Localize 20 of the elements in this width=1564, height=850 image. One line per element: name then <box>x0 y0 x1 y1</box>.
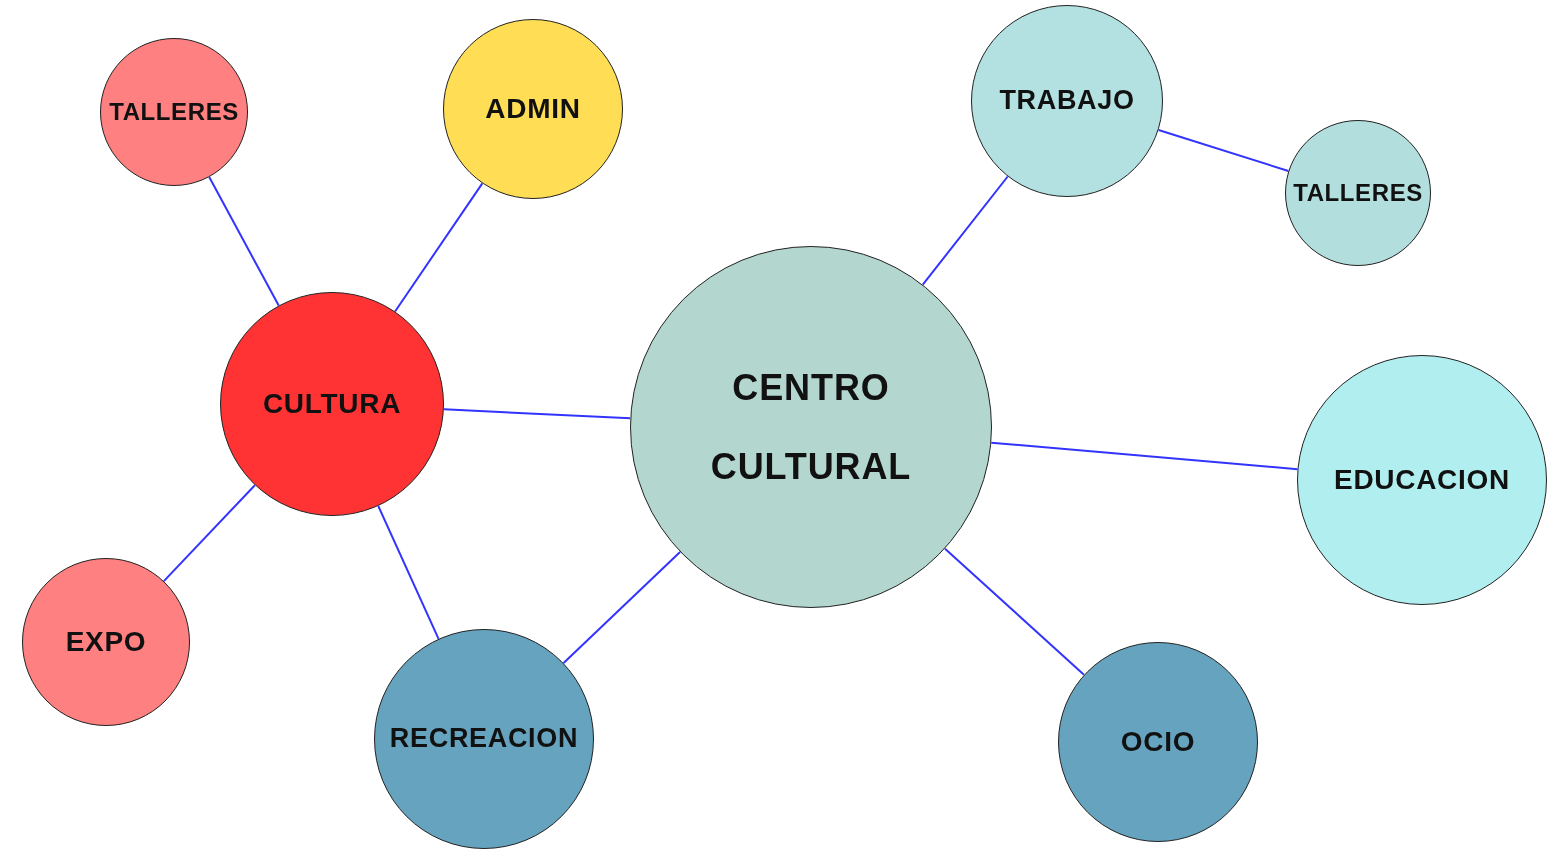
connector-line <box>562 550 682 665</box>
topic-label: CULTURA <box>262 387 402 422</box>
topic-label: TALLERES <box>109 96 239 127</box>
connector-line <box>921 175 1009 286</box>
connector-line <box>377 505 440 640</box>
connector-line <box>394 182 484 313</box>
connector-line <box>162 484 256 583</box>
topic-label: EDUCACION <box>1334 463 1510 498</box>
connector-line <box>442 408 632 420</box>
connector-line <box>990 441 1299 471</box>
topic-label: RECREACION <box>389 722 579 756</box>
topic-label: OCIO <box>1120 725 1196 760</box>
connector-line <box>1157 128 1290 172</box>
topic-label: EXPO <box>65 625 147 660</box>
connector-line <box>208 176 280 307</box>
connector-line <box>944 547 1085 676</box>
topic-label: CENTRO CULTURAL <box>709 365 913 489</box>
topic-label: ADMIN <box>485 92 581 127</box>
topic-label: TALLERES <box>1293 177 1423 208</box>
topic-label: TRABAJO <box>999 84 1135 118</box>
